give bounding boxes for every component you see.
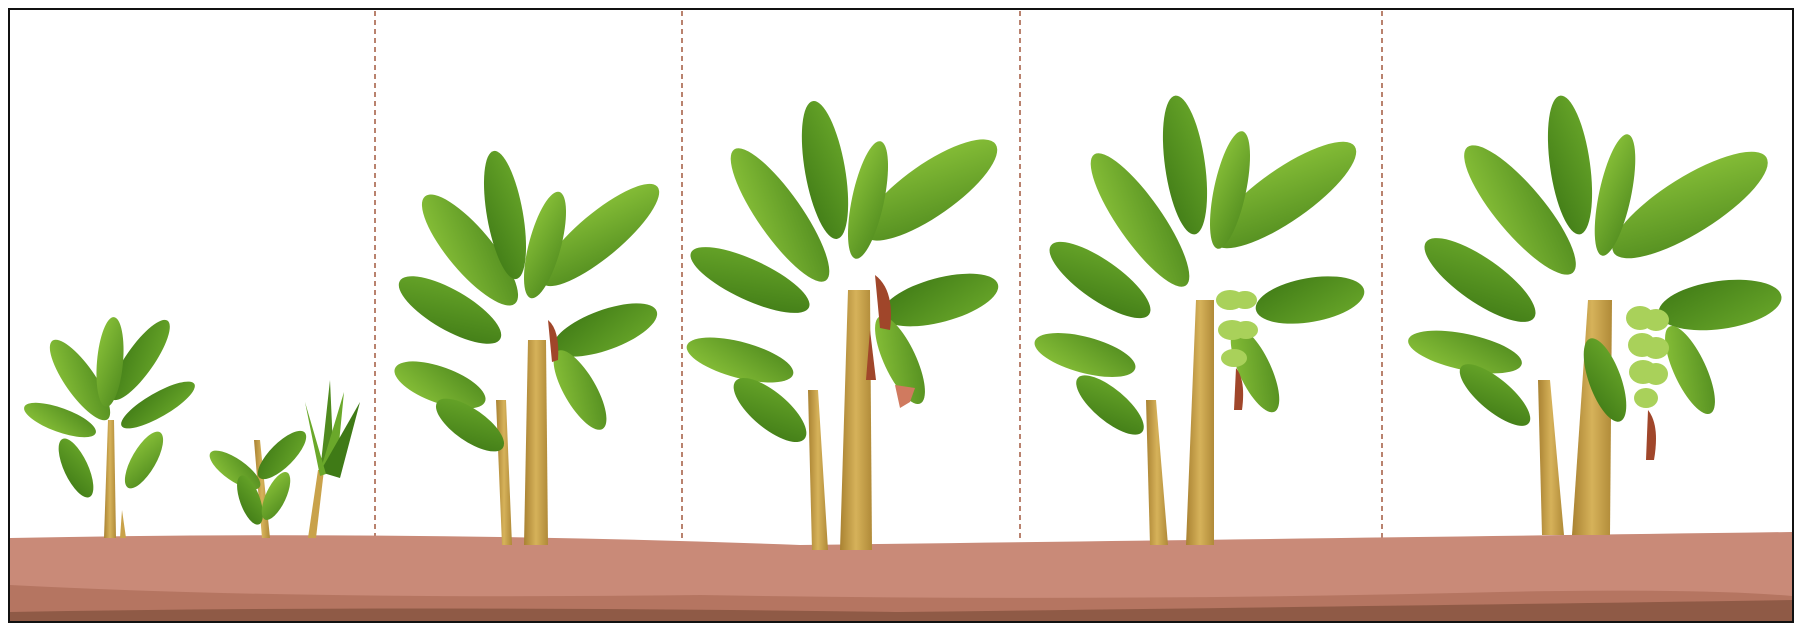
soil-ground — [10, 532, 1792, 621]
